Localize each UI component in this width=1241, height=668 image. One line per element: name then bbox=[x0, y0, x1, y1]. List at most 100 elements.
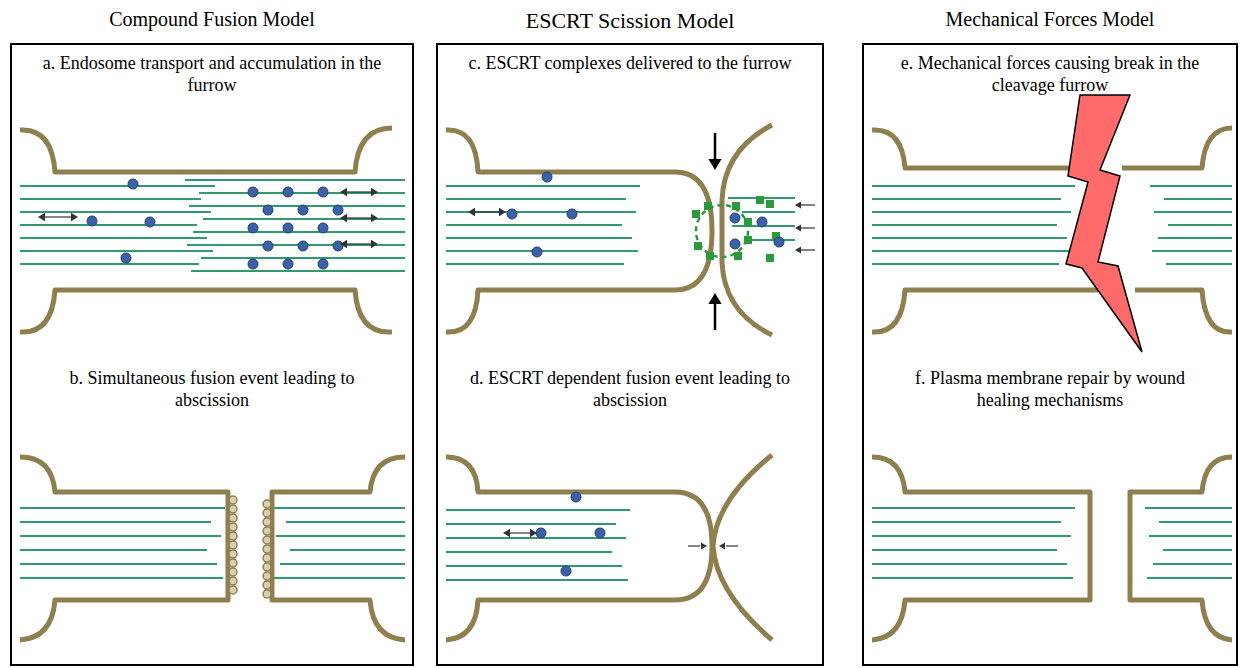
escrt-complex bbox=[766, 200, 774, 208]
panel-border bbox=[436, 43, 824, 666]
endosome bbox=[87, 216, 97, 226]
microtubule bbox=[20, 198, 201, 200]
microtubule bbox=[20, 507, 225, 509]
membrane bbox=[872, 130, 1088, 168]
microtubule bbox=[185, 179, 405, 181]
microtubule bbox=[742, 211, 795, 213]
microtubule bbox=[872, 535, 1071, 537]
motion-arrow bbox=[800, 249, 815, 250]
microtubule bbox=[446, 237, 632, 239]
escrt-complex bbox=[766, 254, 774, 262]
constriction-arrow bbox=[714, 133, 717, 160]
step-caption: c. ESCRT complexes delivered to the furr… bbox=[466, 52, 794, 74]
motion-arrow bbox=[800, 204, 815, 205]
motion-arrow bbox=[42, 216, 74, 217]
endosome bbox=[283, 187, 293, 197]
arrow-head bbox=[71, 213, 78, 221]
panel-title: Compound Fusion Model bbox=[0, 8, 434, 31]
endosome bbox=[318, 259, 328, 269]
panel-title: ESCRT Scission Model bbox=[416, 8, 844, 34]
arrow-head bbox=[371, 188, 378, 196]
membrane bbox=[20, 457, 228, 640]
microtubule bbox=[446, 523, 616, 525]
arrow-head bbox=[795, 224, 801, 231]
endosome bbox=[128, 179, 138, 189]
microtubule bbox=[446, 551, 612, 553]
microtubule bbox=[272, 507, 405, 509]
fusing-vesicle bbox=[263, 572, 271, 580]
panel-title: Mechanical Forces Model bbox=[842, 8, 1241, 31]
arrow-head bbox=[708, 159, 721, 170]
microtubule bbox=[1153, 563, 1232, 565]
microtubule bbox=[872, 549, 1057, 551]
microtubule bbox=[20, 535, 221, 537]
arrow-head bbox=[371, 214, 378, 222]
endosome bbox=[121, 253, 131, 263]
endosome bbox=[333, 205, 343, 215]
microtubule bbox=[20, 224, 197, 226]
endosome bbox=[730, 239, 740, 249]
microtubule bbox=[872, 250, 1073, 252]
motion-arrow bbox=[726, 545, 738, 546]
microtubule bbox=[290, 549, 405, 551]
arrow-head bbox=[340, 214, 347, 222]
step-caption: b. Simultaneous fusion event leading to … bbox=[40, 367, 384, 411]
fusing-vesicle bbox=[263, 509, 271, 517]
escrt-complex bbox=[694, 242, 702, 250]
membrane bbox=[713, 455, 772, 640]
microtubule bbox=[189, 205, 405, 207]
microtubule bbox=[872, 507, 1075, 509]
arrow-head bbox=[38, 213, 45, 221]
arrow-head bbox=[708, 293, 721, 304]
microtubule bbox=[446, 185, 640, 187]
membrane bbox=[722, 125, 772, 335]
microtubule bbox=[872, 521, 1061, 523]
endosome bbox=[757, 217, 767, 227]
microtubule bbox=[872, 185, 1075, 187]
fusing-vesicle bbox=[263, 563, 271, 571]
fusing-vesicle bbox=[229, 586, 237, 594]
endosome bbox=[298, 205, 308, 215]
microtubule bbox=[446, 263, 624, 265]
lightning-bolt bbox=[1066, 95, 1142, 352]
microtubule bbox=[20, 521, 211, 523]
microtubule bbox=[1145, 507, 1232, 509]
microtubule bbox=[1158, 237, 1232, 239]
microtubule bbox=[1150, 185, 1232, 187]
escrt-complex bbox=[734, 252, 742, 260]
microtubule bbox=[191, 270, 405, 272]
step-caption: a. Endosome transport and accumulation i… bbox=[40, 52, 384, 96]
endosome bbox=[248, 223, 258, 233]
membrane bbox=[872, 290, 1098, 332]
membrane bbox=[272, 457, 405, 640]
membrane bbox=[20, 128, 392, 172]
fusing-vesicle bbox=[263, 527, 271, 535]
endosome bbox=[333, 241, 343, 251]
motion-arrow bbox=[507, 532, 533, 533]
endosome bbox=[318, 223, 328, 233]
microtubule bbox=[20, 250, 213, 252]
endosome bbox=[283, 223, 293, 233]
escrt-complex bbox=[692, 210, 700, 218]
motion-arrow bbox=[344, 243, 374, 244]
membrane bbox=[1122, 128, 1232, 168]
microtubule bbox=[872, 563, 1067, 565]
fusing-vesicle bbox=[229, 532, 237, 540]
membrane bbox=[1135, 290, 1232, 332]
fusing-vesicle bbox=[263, 536, 271, 544]
endosome bbox=[542, 172, 552, 182]
microtubule bbox=[1166, 263, 1232, 265]
fusing-vesicle bbox=[263, 545, 271, 553]
model-panel: Compound Fusion Modela. Endosome transpo… bbox=[10, 0, 414, 668]
constriction-arrow bbox=[714, 303, 717, 330]
escrt-complex bbox=[744, 218, 752, 226]
fusing-vesicle bbox=[229, 523, 237, 531]
arrow-head bbox=[795, 246, 801, 253]
microtubule bbox=[872, 577, 1073, 579]
escrt-complex bbox=[756, 196, 764, 204]
endosome bbox=[571, 492, 581, 502]
endosome bbox=[507, 209, 517, 219]
model-panel: ESCRT Scission Modelc. ESCRT complexes d… bbox=[436, 0, 824, 668]
arrow-head bbox=[468, 208, 475, 216]
